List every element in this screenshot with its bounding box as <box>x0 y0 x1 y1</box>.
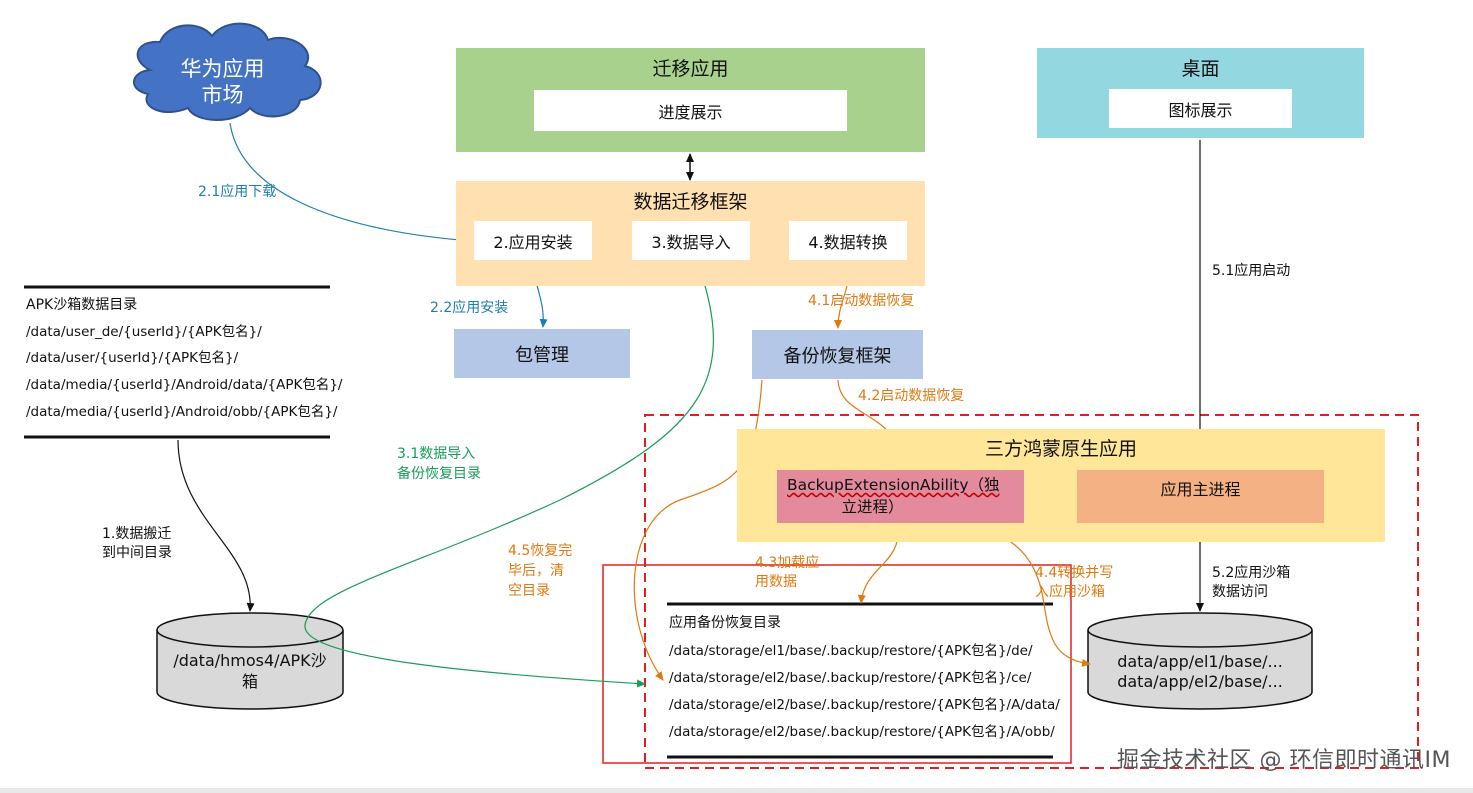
migration-app-box: 迁移应用 进度展示 <box>456 48 925 152</box>
app-db-line1: data/app/el1/base/... <box>1117 652 1283 671</box>
clear-label-3: 空目录 <box>508 583 550 599</box>
launch-label: 5.1应用启动 <box>1212 263 1291 279</box>
main-process-box: 应用主进程 <box>1077 470 1324 523</box>
restore-dir-line: /data/storage/el2/base/.backup/restore/{… <box>669 697 1060 713</box>
step-convert: 4.数据转换 <box>789 221 907 260</box>
clear-label-1: 4.5恢复完 <box>508 543 573 559</box>
download-label: 2.1应用下载 <box>198 184 277 200</box>
apk-dir-line: /data/media/{userId}/Android/obb/{APK包名}… <box>26 404 338 420</box>
restore-dir-line: /data/storage/el2/base/.backup/restore/{… <box>669 724 1055 740</box>
bottom-scroll-strip <box>0 788 1473 793</box>
package-management-box: 包管理 <box>454 329 630 378</box>
backup-extension-line2: 立进程） <box>841 498 904 516</box>
hmos-database-shape <box>156 612 344 710</box>
hmos-database-label: /data/hmos4/APK沙 箱 <box>160 650 340 692</box>
backup-extension-line1: BackupExtensionAbility（独 <box>787 476 1000 494</box>
harmony-app-title: 三方鸿蒙原生应用 <box>984 437 1137 460</box>
icon-display-box: 图标展示 <box>1109 89 1292 128</box>
app-db-line2: data/app/el2/base/... <box>1117 672 1283 691</box>
write-label-2: 入应用沙箱 <box>1035 584 1105 600</box>
start-restore-label-2: 4.2启动数据恢复 <box>858 388 965 404</box>
hmos-db-line1: /data/hmos4/APK沙 <box>173 651 327 670</box>
step-import: 3.数据导入 <box>632 221 750 260</box>
desktop-box: 桌面 图标展示 <box>1037 48 1364 138</box>
restore-dir-title: 应用备份恢复目录 <box>669 615 781 631</box>
move-arrow <box>177 439 255 612</box>
migration-app-title: 迁移应用 <box>652 57 729 80</box>
install-label: 2.2应用安装 <box>430 300 509 316</box>
import-label-2: 备份恢复目录 <box>397 466 481 482</box>
cloud-shape <box>133 22 322 121</box>
restore-dir-line: /data/storage/el2/base/.backup/restore/{… <box>669 670 1032 686</box>
migration-framework-box: 数据迁移框架 2.应用安装 3.数据导入 4.数据转换 <box>456 181 925 286</box>
market-label: 华为应用 市场 <box>150 52 295 112</box>
import-label-1: 3.1数据导入 <box>397 446 476 462</box>
download-arrow <box>229 122 473 245</box>
apk-dir-line: /data/media/{userId}/Android/data/{APK包名… <box>26 377 343 393</box>
backup-restore-framework-box: 备份恢复框架 <box>752 330 923 379</box>
restore-dir-line: /data/storage/el1/base/.backup/restore/{… <box>669 643 1033 659</box>
market-line1: 华为应用 <box>180 57 265 81</box>
harmony-app-box: 三方鸿蒙原生应用 BackupExtensionAbility（独 立进程） 应… <box>737 429 1385 542</box>
move-label-1: 1.数据搬迁 <box>102 526 172 542</box>
harmony-dashed-region <box>644 414 1419 769</box>
access-label-2: 数据访问 <box>1212 584 1268 600</box>
framework-title: 数据迁移框架 <box>633 190 748 213</box>
hmos-db-line2: 箱 <box>241 672 258 691</box>
apk-dir-line: /data/user_de/{userId}/{APK包名}/ <box>26 324 262 340</box>
clear-label-2: 毕后，清 <box>508 563 564 579</box>
app-database-label: data/app/el1/base/... data/app/el2/base/… <box>1092 652 1308 692</box>
load-data-label-2: 用数据 <box>755 574 797 590</box>
load-data-label-1: 4.3加载应 <box>755 555 820 571</box>
start-restore-label-1: 4.1启动数据恢复 <box>808 293 915 309</box>
restore-region-border <box>602 564 1072 764</box>
write-label-1: 4.4转换并写 <box>1035 565 1114 581</box>
step-install: 2.应用安装 <box>474 221 592 260</box>
desktop-title: 桌面 <box>1181 57 1220 80</box>
access-label-1: 5.2应用沙箱 <box>1212 565 1291 581</box>
market-line2: 市场 <box>201 83 244 107</box>
apk-dir-line: /data/user/{userId}/{APK包名}/ <box>26 350 239 366</box>
watermark-text: 掘金技术社区 @ 环信即时通讯IM <box>1117 748 1451 773</box>
move-label-2: 到中间目录 <box>102 545 172 561</box>
progress-display-box: 进度展示 <box>534 90 847 131</box>
apk-dir-title: APK沙箱数据目录 <box>26 297 138 313</box>
backup-extension-box: BackupExtensionAbility（独 立进程） <box>777 470 1024 523</box>
import-arrow <box>304 260 714 688</box>
app-database-shape <box>1087 612 1313 710</box>
